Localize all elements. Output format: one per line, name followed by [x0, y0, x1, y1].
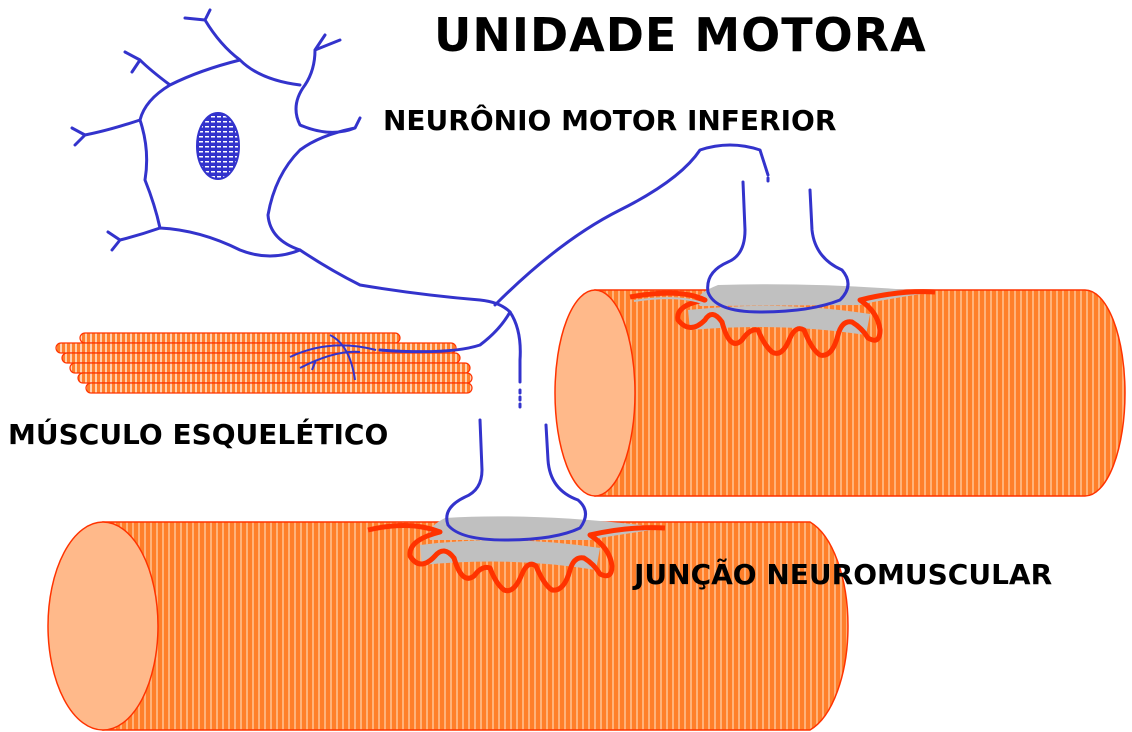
neuron-nucleus	[197, 113, 239, 179]
diagram-title: UNIDADE MOTORA	[434, 8, 927, 62]
label-muscle: MÚSCULO ESQUELÉTICO	[8, 418, 388, 451]
label-junction: JUNÇÃO NEUROMUSCULAR	[634, 558, 1052, 591]
muscle-fiber-lower-end	[48, 522, 158, 730]
skeletal-muscle-bundle	[56, 333, 472, 393]
axon-upper	[495, 145, 768, 305]
label-neuron: NEURÔNIO MOTOR INFERIOR	[383, 104, 836, 137]
axon-lower	[510, 312, 520, 382]
muscle-fiber-upper-end	[555, 290, 635, 496]
